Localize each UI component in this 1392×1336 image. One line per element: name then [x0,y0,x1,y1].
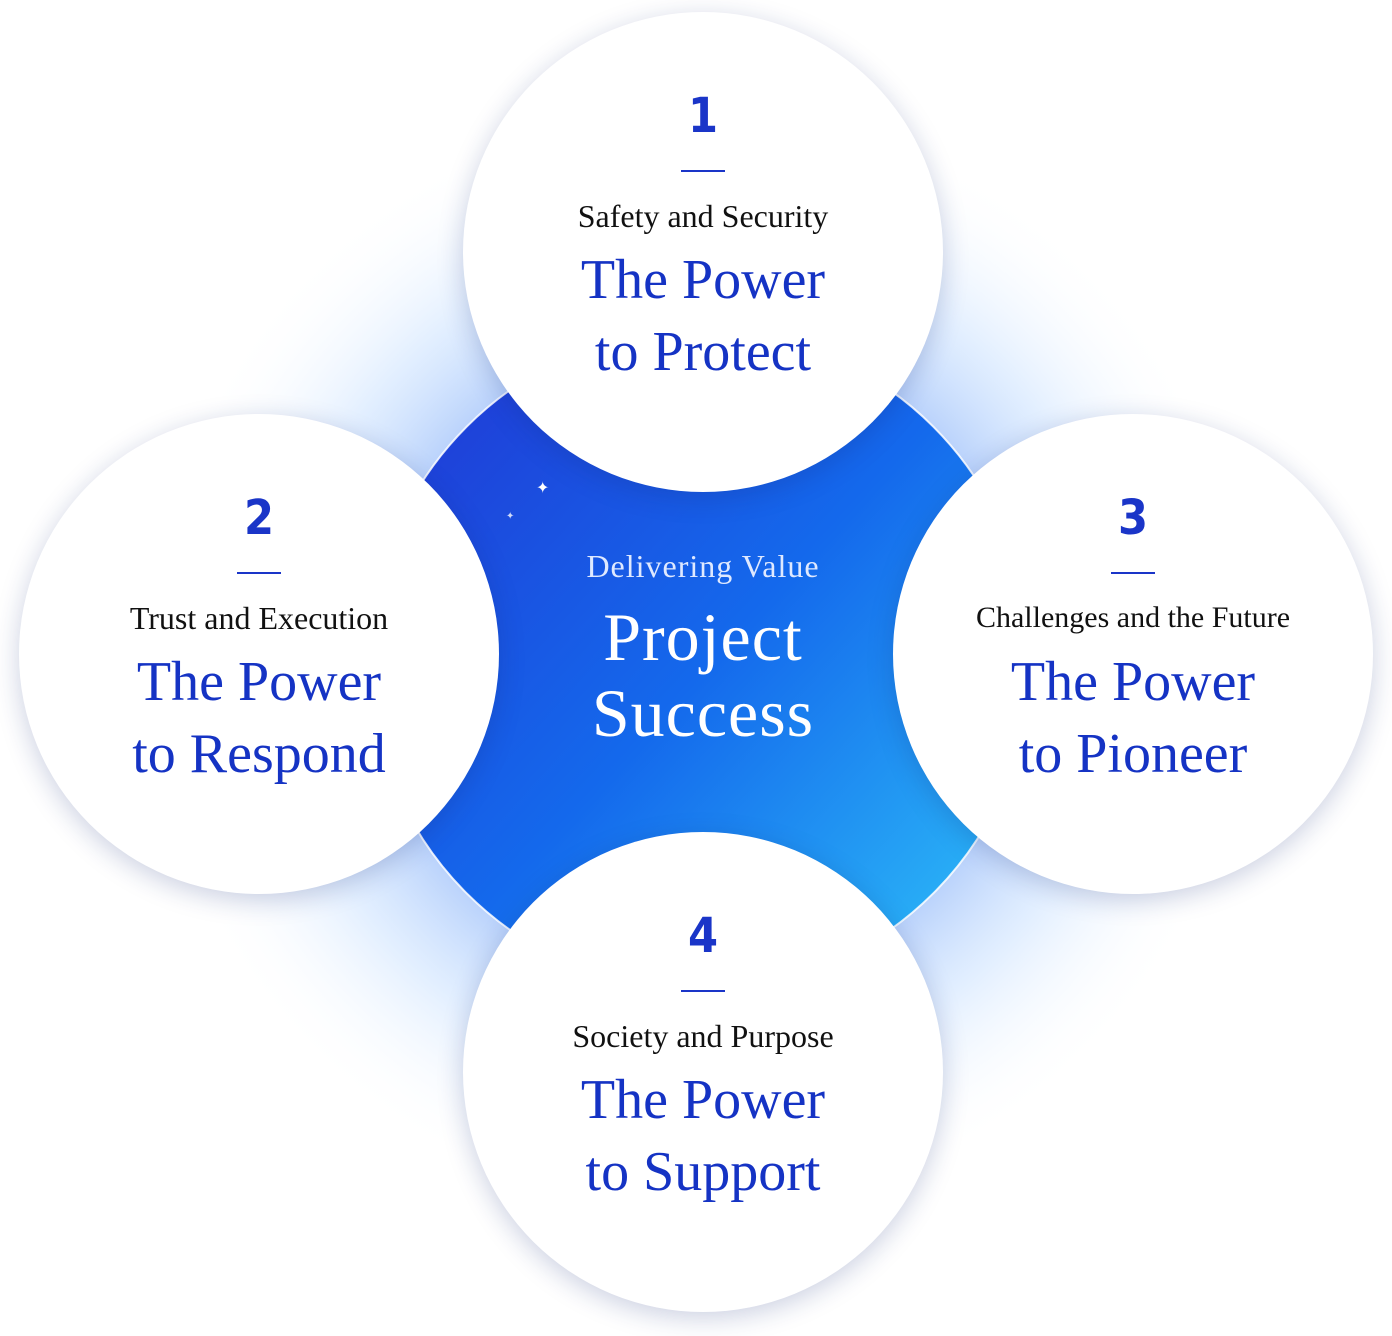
center-core [370,330,1030,990]
pillar-title: The Power to Respond [19,646,499,790]
pillar-title-line2: to Pioneer [1018,723,1248,785]
pillar-caption: Society and Purpose [572,1018,834,1054]
center-title: Project Success [496,599,910,751]
sparkle-icon: ✦ [506,511,515,522]
divider [681,170,725,172]
pillar-title-line2: to Respond [132,723,386,785]
pillar-caption: Challenges and the Future [975,601,1291,634]
center-subtitle: Delivering Value [586,548,820,584]
pillar-title-line1: The Power [580,249,826,311]
pillar-title-line2: to Protect [594,321,812,383]
pillar-2-circle: 2 Trust and Execution The Power to Respo… [19,414,499,894]
center-label: Delivering Value Project Success [496,548,910,751]
pillar-title: The Power to Support [463,1064,943,1208]
divider [1111,572,1155,574]
pillar-title-line1: The Power [580,1069,826,1131]
center-title-line2: Success [591,675,815,751]
pillar-4-circle: 4 Society and Purpose The Power to Suppo… [463,832,943,1312]
pillar-caption: Safety and Security [577,198,829,234]
pillar-title-line1: The Power [136,651,382,713]
pillar-caption: Trust and Execution [129,600,389,636]
pillar-title: The Power to Pioneer [893,646,1373,790]
sparkle-icon: ✦ [536,478,550,497]
divider [237,572,281,574]
pillar-number: 3 [1117,490,1149,546]
pillar-1-circle: 1 Safety and Security The Power to Prote… [463,12,943,492]
pillar-title-line1: The Power [1010,651,1256,713]
pillar-number: 1 [687,88,719,144]
pillar-number: 4 [687,908,719,964]
center-title-line1: Project [603,599,803,675]
pillar-title-line2: to Support [585,1141,821,1203]
pillar-title: The Power to Protect [463,244,943,388]
divider [681,990,725,992]
pillar-3-circle: 3 Challenges and the Future The Power to… [893,414,1373,894]
pillar-number: 2 [243,490,275,546]
